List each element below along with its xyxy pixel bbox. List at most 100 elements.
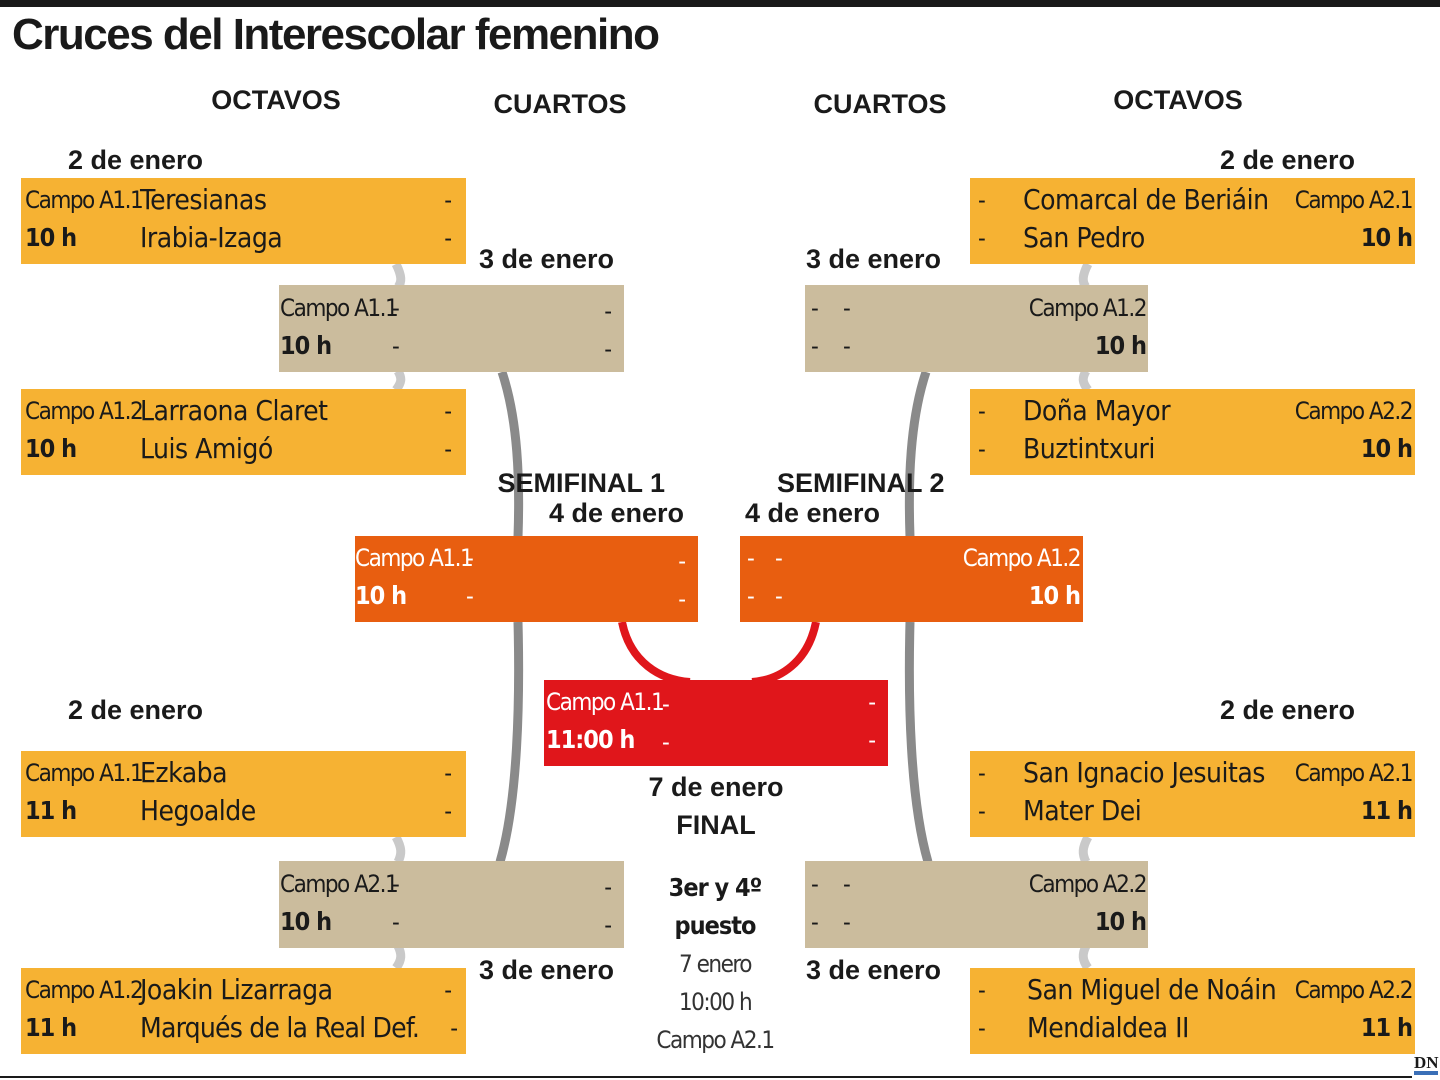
connector-oct-l4-cua [392, 943, 406, 971]
match-venue: Campo A1.1 [280, 294, 399, 322]
team-2: - [775, 582, 783, 610]
match-venue: Campo A2.2 [1028, 870, 1148, 898]
match-time: 10 h [1360, 434, 1413, 463]
column-header-octavos-right: OCTAVOS [1113, 85, 1243, 115]
team-1: - [466, 544, 474, 572]
match-octavos-r4: - - San Miguel de Noáin Mendialdea II Ca… [970, 968, 1415, 1054]
match-venue: Campo A1.2 [25, 976, 144, 1004]
team-2: Buztintxuri [1023, 432, 1155, 465]
team-1: San Ignacio Jesuitas [1023, 756, 1265, 789]
team-2: - [392, 908, 400, 936]
semifinal-2-title: SEMIFINAL 2 [777, 468, 945, 498]
score-2: - [444, 435, 452, 463]
score-2: - [444, 224, 452, 252]
publisher-logo: DN [1414, 1053, 1439, 1072]
match-venue: Campo A1.1 [546, 688, 665, 716]
connector-semi1-final [618, 621, 691, 686]
match-venue: Campo A2.1 [1294, 759, 1414, 787]
match-venue: Campo A2.1 [1294, 186, 1414, 214]
score-1: - [444, 976, 452, 1004]
match-venue: Campo A1.2 [25, 397, 144, 425]
team-1: Joakin Lizarraga [140, 973, 333, 1006]
team-2: - [466, 582, 474, 610]
score-2: - [978, 435, 986, 463]
semifinal-2-date: 4 de enero [745, 498, 881, 528]
team-2: Mendialdea II [1027, 1011, 1189, 1044]
match-cuartos-lt: Campo A1.1 10 h - - - - [279, 285, 624, 372]
match-octavos-r1: - - Comarcal de Beriáin San Pedro Campo … [970, 178, 1415, 264]
final-date: 7 de enero [648, 772, 784, 802]
match-semifinal-1: Campo A1.1 10 h - - - - [355, 536, 698, 622]
match-venue: Campo A1.2 [962, 544, 1082, 572]
final-label: FINAL [676, 810, 756, 840]
score-1: - [604, 297, 612, 325]
date-octavos-top-right: 2 de enero [1219, 145, 1355, 175]
semifinal-1-date: 4 de enero [548, 498, 684, 528]
connector-cua-lb-semi1 [495, 621, 524, 864]
score-1: - [747, 544, 755, 572]
team-1: - [392, 870, 400, 898]
date-cuartos-bottom-right: 3 de enero [806, 955, 942, 985]
team-1: - [392, 294, 400, 322]
score-1: - [678, 547, 686, 575]
connector-cua-rb-semi2 [904, 621, 933, 864]
match-time: 10 h [1360, 223, 1413, 252]
score-2: - [978, 224, 986, 252]
match-venue: Campo A1.2 [1028, 294, 1148, 322]
date-octavos-top-left: 2 de enero [68, 145, 204, 175]
team-2: - [843, 908, 851, 936]
connector-oct-l1-cua [391, 261, 406, 290]
date-cuartos-top-right: 3 de enero [806, 244, 942, 274]
team-2: San Pedro [1023, 221, 1145, 254]
match-venue: Campo A1.1 [25, 186, 144, 214]
score-2: - [978, 797, 986, 825]
connector-oct-r4-cua [1078, 943, 1092, 971]
match-time: 10 h [1028, 581, 1081, 610]
match-venue: Campo A2.2 [1294, 397, 1414, 425]
match-time: 11 h [25, 1013, 77, 1042]
third-place-date: 7 enero [679, 950, 752, 978]
match-venue: Campo A2.2 [1294, 976, 1414, 1004]
team-1: San Miguel de Noáin [1027, 973, 1277, 1006]
connector-oct-l2-cua [392, 368, 406, 393]
publisher-logo-bar [1414, 1071, 1438, 1075]
score-1: - [444, 759, 452, 787]
match-time: 11 h [1360, 1013, 1413, 1042]
score-1: - [811, 294, 819, 322]
column-header-cuartos-right: CUARTOS [813, 89, 947, 119]
connector-oct-r1-cua [1078, 261, 1093, 290]
third-place-title-line2: puesto [674, 911, 757, 940]
score-1: - [978, 759, 986, 787]
score-2: - [978, 1014, 986, 1042]
score-1: - [868, 688, 876, 716]
team-1: Doña Mayor [1023, 394, 1171, 427]
match-octavos-r3: - - San Ignacio Jesuitas Mater Dei Campo… [970, 751, 1415, 837]
score-2: - [604, 911, 612, 939]
match-time: 10 h [1094, 907, 1147, 936]
connector-oct-r2-cua [1078, 368, 1092, 393]
date-cuartos-bottom-left: 3 de enero [479, 955, 615, 985]
match-time: 10 h [1094, 331, 1147, 360]
match-venue: Campo A2.1 [280, 870, 399, 898]
team-1: Larraona Claret [140, 394, 328, 427]
match-octavos-r2: - - Doña Mayor Buztintxuri Campo A2.2 10… [970, 389, 1415, 475]
connector-oct-r3-cua [1078, 834, 1092, 865]
score-1: - [444, 186, 452, 214]
match-time: 11 h [1360, 796, 1413, 825]
team-2: - [843, 332, 851, 360]
match-time: 11:00 h [546, 725, 635, 754]
connector-oct-l3-cua [392, 834, 406, 865]
match-venue: Campo A1.1 [25, 759, 144, 787]
page-title: Cruces del Interescolar femenino [12, 10, 660, 59]
top-rule [0, 0, 1440, 7]
team-1: - [662, 690, 670, 718]
semifinal-1-title: SEMIFINAL 1 [497, 468, 665, 498]
team-2: - [662, 728, 670, 756]
match-octavos-l1: Campo A1.1 10 h Teresianas Irabia-Izaga … [21, 178, 466, 264]
score-2: - [444, 797, 452, 825]
match-time: 10 h [25, 223, 77, 252]
score-1: - [811, 870, 819, 898]
score-2: - [811, 332, 819, 360]
score-1: - [444, 397, 452, 425]
score-2: - [450, 1014, 458, 1042]
